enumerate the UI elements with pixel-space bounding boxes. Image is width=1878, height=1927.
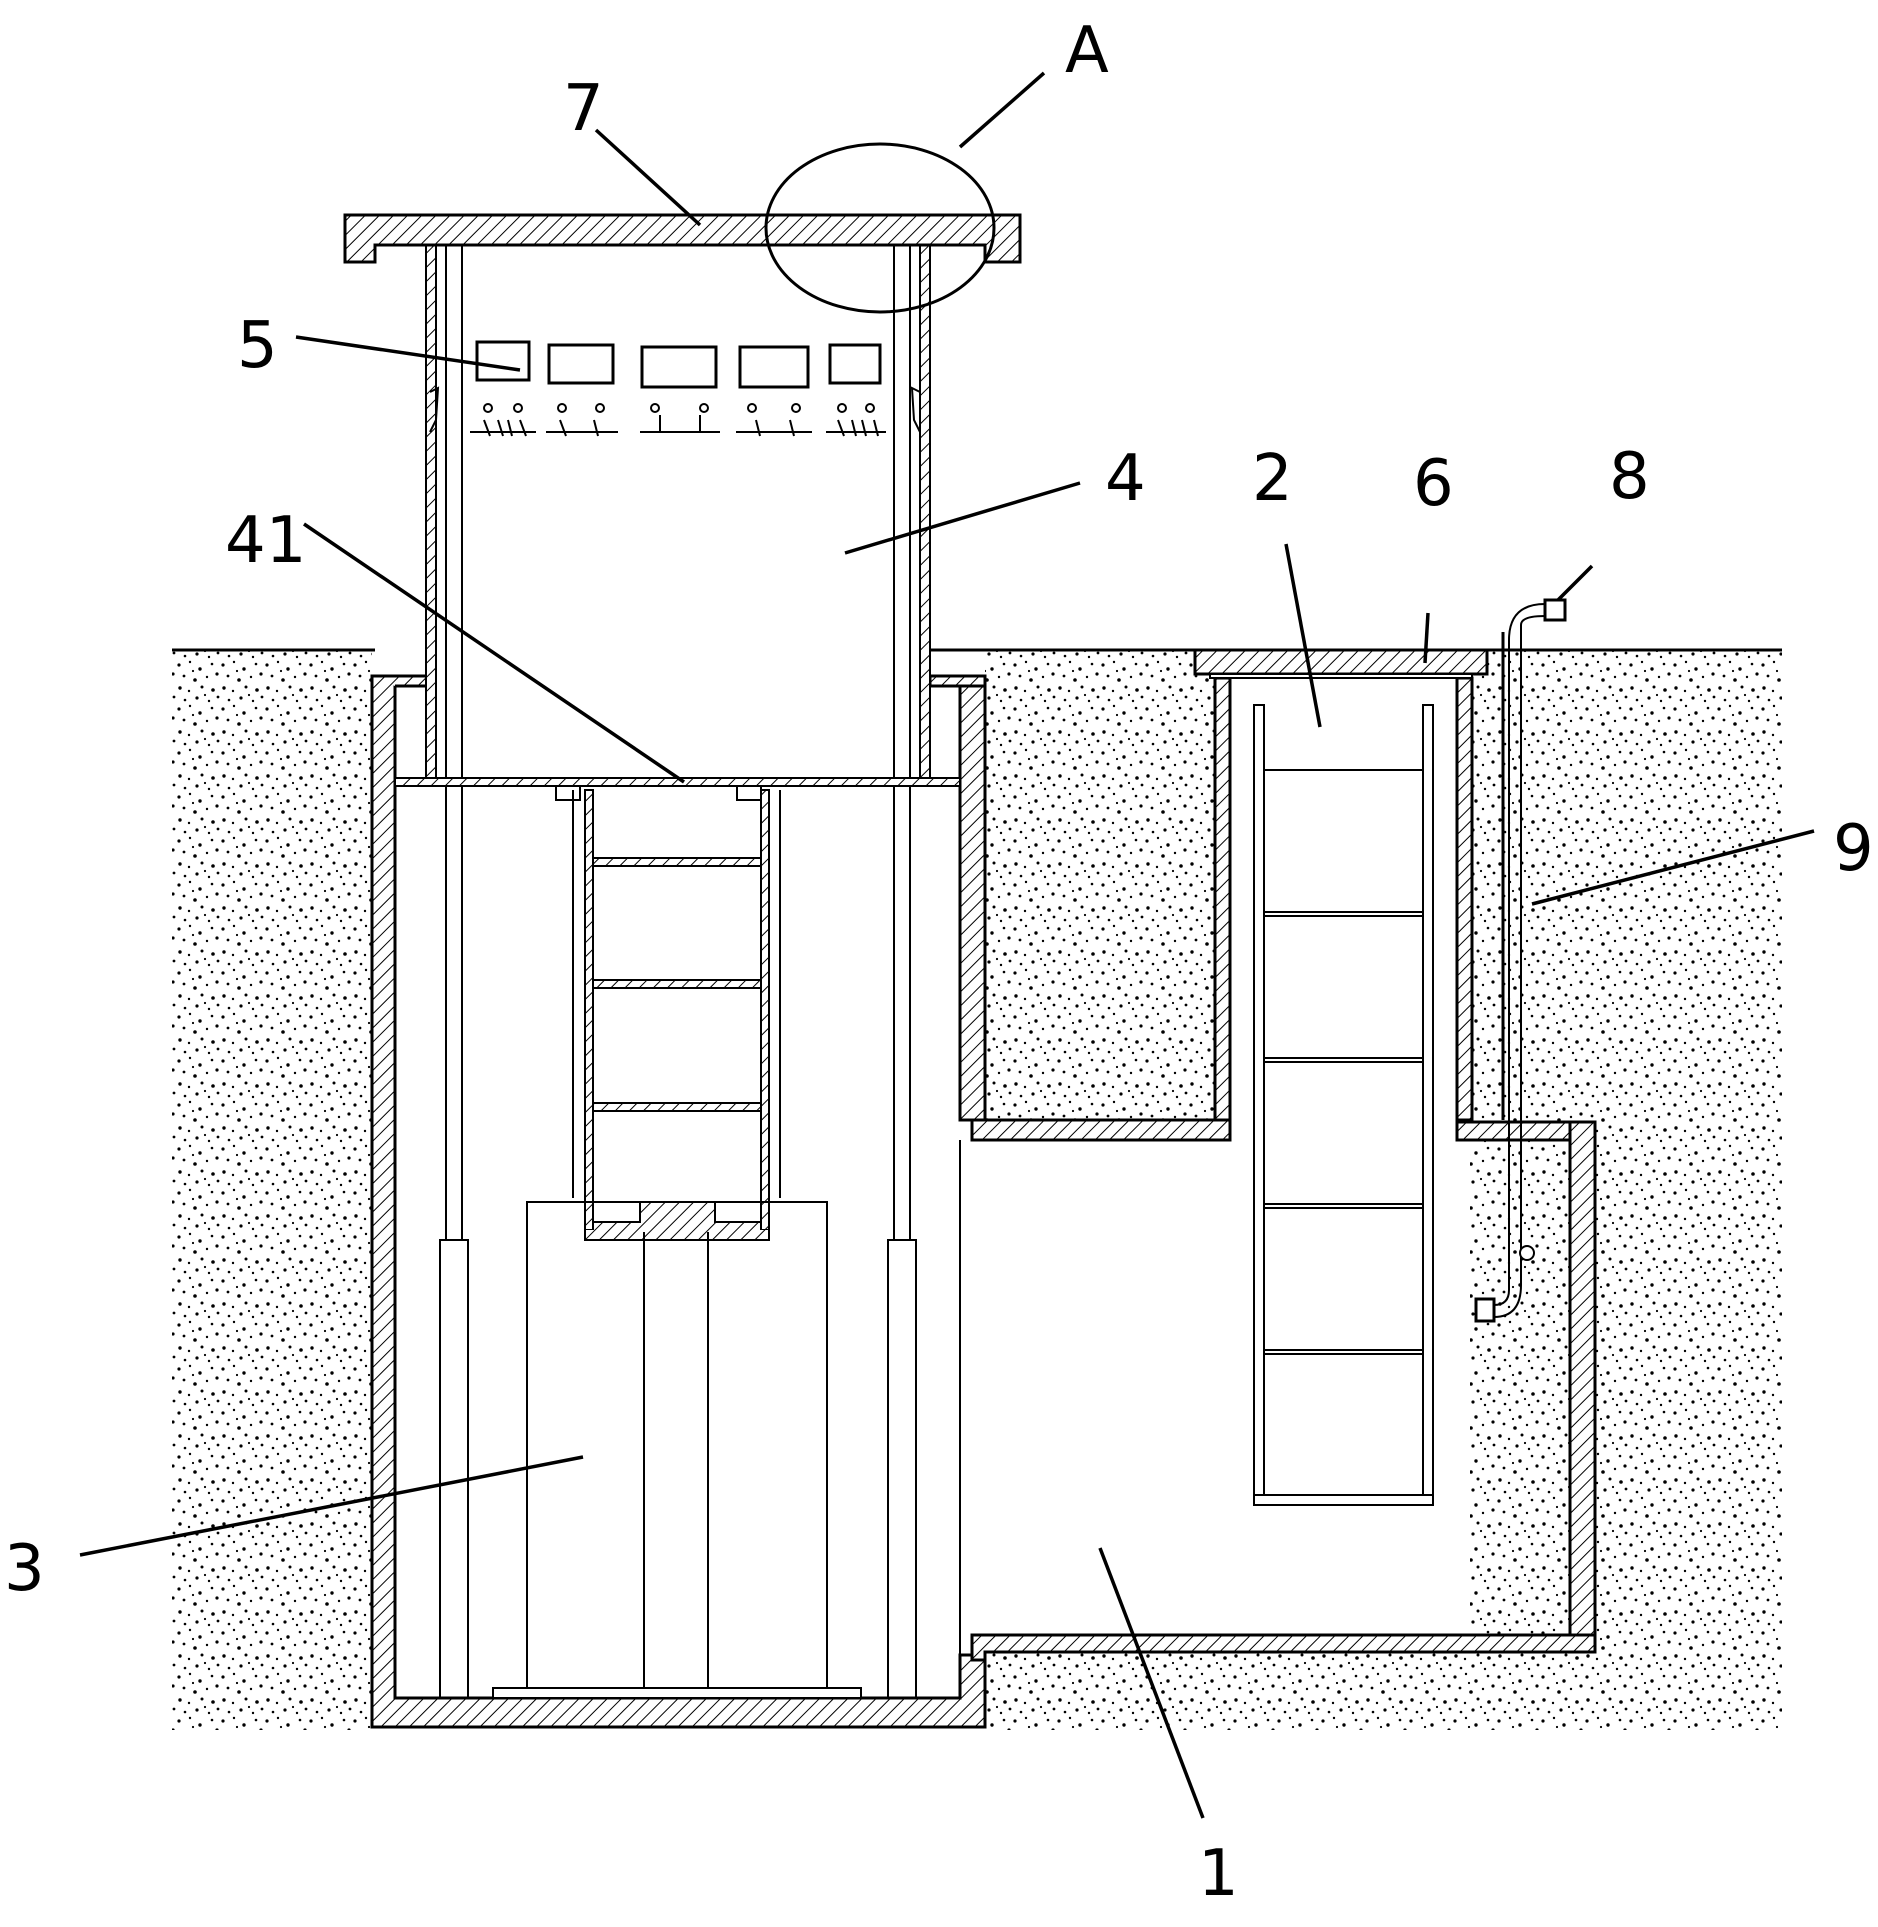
label-vent-pipe: 9 <box>1833 812 1874 886</box>
label-pipe-outlet: 8 <box>1609 440 1650 514</box>
label-cabinet-floor: 41 <box>225 504 306 578</box>
lift-frame <box>573 790 780 1240</box>
label-socket-row: 5 <box>237 309 278 383</box>
label-shaft-cover: 6 <box>1413 447 1454 521</box>
socket-row <box>430 342 920 436</box>
lift-cabinet <box>426 245 930 1698</box>
shaft-ladder <box>1254 705 1433 1505</box>
cabinet-floor <box>395 778 960 800</box>
label-top-cover: 7 <box>563 72 604 146</box>
label-lifting-cylinder: 3 <box>4 1532 45 1606</box>
label-access-shaft: 2 <box>1252 442 1293 516</box>
shaft-cover <box>1195 650 1487 678</box>
lifting-cylinder <box>493 1202 861 1698</box>
label-ground-pit: 1 <box>1198 1837 1239 1911</box>
label-lift-cabinet: 4 <box>1105 442 1146 516</box>
label-detail-a: A <box>1065 14 1109 88</box>
